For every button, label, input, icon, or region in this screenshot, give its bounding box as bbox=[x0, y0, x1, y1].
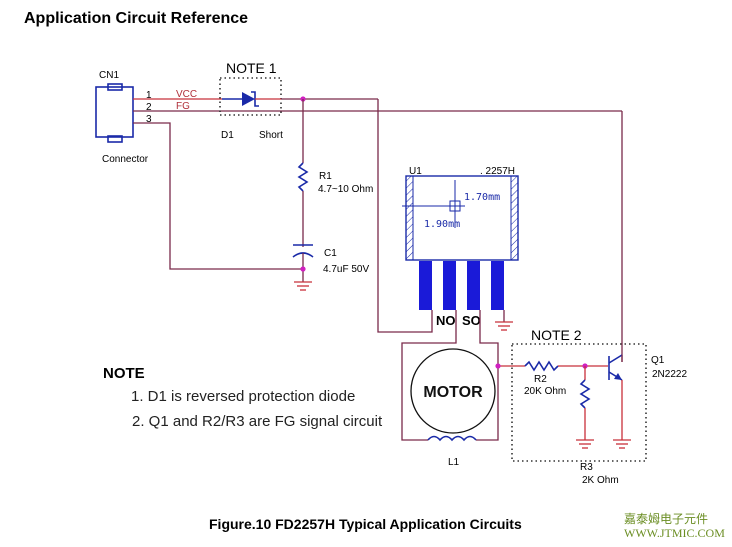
motor-label: MOTOR bbox=[423, 384, 483, 401]
watermark-chinese: 嘉泰姆电子元件 bbox=[624, 512, 708, 526]
note-item: 1. D1 is reversed protection diode bbox=[131, 388, 355, 405]
ground-icon bbox=[613, 439, 631, 449]
ic-pin-4 bbox=[491, 261, 504, 310]
r2-ref: R2 bbox=[534, 374, 547, 385]
connector-body bbox=[95, 86, 134, 138]
net-label-vcc: VCC bbox=[176, 89, 197, 100]
wire-vcc-to-u1 bbox=[377, 99, 433, 333]
transistor-icon bbox=[608, 354, 623, 381]
connector-label: Connector bbox=[102, 154, 149, 165]
note1-box bbox=[219, 77, 282, 116]
r2-value: 20K Ohm bbox=[524, 386, 566, 397]
ic-pin-1 bbox=[419, 261, 432, 310]
connector-pin-2: 2 bbox=[146, 102, 152, 113]
ic-body bbox=[405, 175, 519, 261]
resistor-icon bbox=[524, 360, 559, 372]
q1-part: 2N2222 bbox=[652, 369, 687, 380]
capacitor-c1: C1 4.7uF 50V bbox=[292, 244, 369, 291]
motor-icon bbox=[410, 348, 496, 434]
u1-ref: U1 bbox=[409, 166, 422, 177]
ic-pin-3 bbox=[467, 261, 480, 310]
ground-icon bbox=[576, 439, 594, 449]
pin-label-no: NO bbox=[436, 313, 456, 328]
resistor-r1: R1 4.7~10 Ohm bbox=[297, 99, 373, 247]
note1-block: NOTE 1 D1 Short bbox=[219, 60, 283, 141]
wire-no-motor bbox=[401, 310, 457, 441]
ic-hatch-left bbox=[405, 175, 414, 261]
wire-gnd-return bbox=[133, 122, 302, 270]
connector-cn1: CN1 Connector 1 2 3 VCC FG bbox=[95, 70, 197, 165]
motor: MOTOR L1 bbox=[410, 348, 496, 468]
diode-ref: D1 bbox=[221, 130, 234, 141]
net-label-fg: FG bbox=[176, 101, 190, 112]
notes-section: NOTE 1. D1 is reversed protection diode … bbox=[103, 365, 383, 430]
u1-dim-x: 1.70mm bbox=[464, 192, 500, 203]
note-item: 2. Q1 and R2/R3 are FG signal circuit bbox=[132, 413, 383, 430]
c1-value: 4.7uF 50V bbox=[323, 264, 369, 275]
page-title: Application Circuit Reference bbox=[24, 10, 248, 27]
notes-heading: NOTE bbox=[103, 365, 145, 382]
u1-dim-y: 1.90mm bbox=[424, 219, 460, 230]
note2-block: NOTE 2 R2 20K Ohm R3 2K Ohm bbox=[495, 327, 687, 486]
junction-motor bbox=[495, 363, 501, 369]
note2-label: NOTE 2 bbox=[531, 327, 582, 343]
watermark-url: WWW.JTMIC.COM bbox=[624, 526, 725, 540]
connector-pin-3: 3 bbox=[146, 114, 152, 125]
ic-u1: U1 . 2257H 1.70mm 1.90mm NO SO bbox=[402, 166, 519, 328]
r3-value: 2K Ohm bbox=[582, 475, 619, 486]
pin-label-so: SO bbox=[462, 313, 481, 328]
hall-sensor-icon bbox=[449, 200, 461, 212]
ic-hatch-right bbox=[510, 175, 519, 261]
coil-ref: L1 bbox=[448, 457, 460, 468]
resistor-icon bbox=[297, 162, 309, 192]
connector-pin-1: 1 bbox=[146, 90, 152, 101]
ground-icon bbox=[294, 281, 312, 291]
r3-ref: R3 bbox=[580, 462, 593, 473]
wire-so-motor bbox=[476, 310, 499, 441]
c1-ref: C1 bbox=[324, 248, 337, 259]
junction-gnd bbox=[300, 266, 306, 272]
resistor-icon bbox=[579, 379, 591, 409]
note1-label: NOTE 1 bbox=[226, 60, 277, 76]
figure-caption: Figure.10 FD2257H Typical Application Ci… bbox=[209, 516, 522, 532]
ic-pin-2 bbox=[443, 261, 456, 310]
diode-icon bbox=[242, 92, 255, 106]
r1-ref: R1 bbox=[319, 171, 332, 182]
inductor-icon bbox=[427, 435, 477, 442]
connector-bottom-tab bbox=[107, 135, 123, 143]
ground-icon bbox=[495, 321, 513, 331]
connector-ref: CN1 bbox=[99, 70, 119, 81]
r1-value: 4.7~10 Ohm bbox=[318, 184, 373, 195]
diode-short-label: Short bbox=[259, 130, 283, 141]
u1-part: . 2257H bbox=[480, 166, 515, 177]
q1-ref: Q1 bbox=[651, 355, 665, 366]
